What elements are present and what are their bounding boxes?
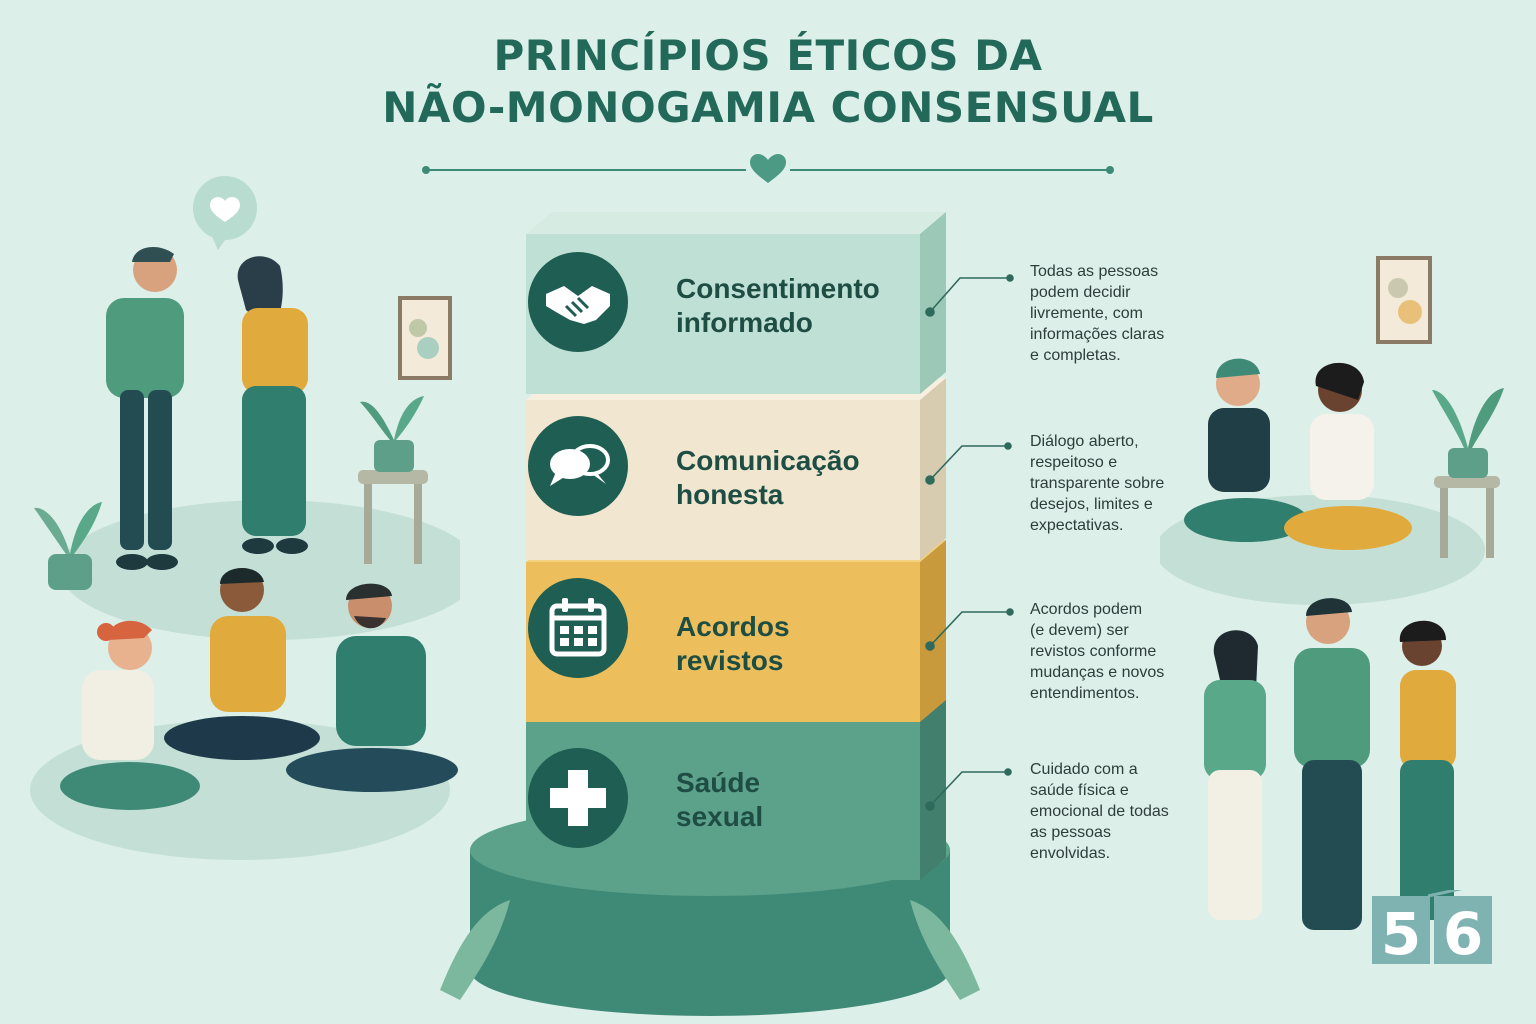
principle-desc-sexual-health: Cuidado com a saúde física e emocional d… xyxy=(1030,761,1169,862)
right-people-illustration xyxy=(1160,256,1504,930)
principle-label-informed-consent: Consentimento informado xyxy=(676,273,880,338)
calendar-icon xyxy=(528,578,628,678)
title-line-2: NÃO-MONOGAMIA CONSENSUAL xyxy=(382,83,1154,132)
principle-label-sexual-health: Saúde sexual xyxy=(676,767,764,832)
handshake-icon xyxy=(528,252,628,352)
medical-cross-icon xyxy=(528,748,628,848)
speech-bubbles-icon xyxy=(528,416,628,516)
principle-desc-honest-communication: Diálogo aberto, respeitoso e transparent… xyxy=(1030,433,1165,534)
principle-block-informed-consent: Consentimento informado xyxy=(526,212,946,394)
logo-digit-2: 6 xyxy=(1443,900,1483,968)
title-divider xyxy=(422,154,1114,183)
principle-desc-informed-consent: Todas as pessoas podem decidir livrement… xyxy=(1030,263,1165,364)
left-people-illustration xyxy=(30,176,460,860)
logo-digit-1: 5 xyxy=(1381,900,1421,968)
title-line-1: PRINCÍPIOS ÉTICOS DA xyxy=(493,31,1043,80)
principle-desc-revised-agreements: Acordos podem (e devem) ser revistos con… xyxy=(1030,601,1165,702)
logo-56: 5 6 xyxy=(1372,890,1492,968)
page-title: PRINCÍPIOS ÉTICOS DA NÃO-MONOGAMIA CONSE… xyxy=(0,30,1536,134)
principle-block-honest-communication: Comunicação honesta xyxy=(526,378,946,560)
heart-icon xyxy=(750,154,786,183)
principle-label-revised-agreements: Acordos revistos xyxy=(676,611,790,676)
principle-label-honest-communication: Comunicação honesta xyxy=(676,445,860,510)
heart-bubble-icon xyxy=(193,176,257,250)
